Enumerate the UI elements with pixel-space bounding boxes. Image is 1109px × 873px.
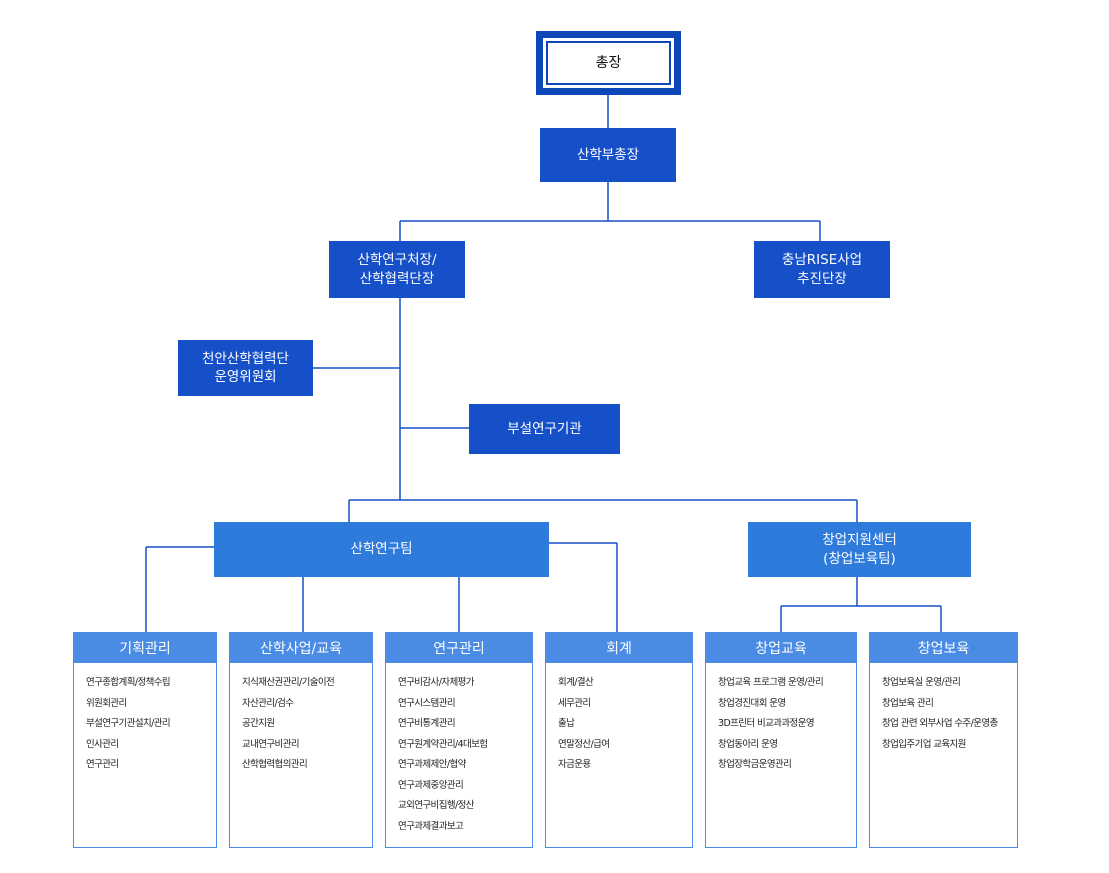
column-industry-education: 산학사업/교육 지식재산권관리/기술이전 자산관리/검수 공간지원 교내연구비관… xyxy=(229,632,373,848)
duty-item: 연구종합계획/정책수립 xyxy=(86,677,171,688)
column-research-management: 연구관리 연구비감사/자체평가 연구시스템관리 연구비통계관리 연구원계약관리/… xyxy=(385,632,533,848)
duty-item: 교내연구비관리 xyxy=(242,738,300,750)
committee-box: 천안산학협력단 운영위원회 xyxy=(178,340,313,396)
duty-list: 연구종합계획/정책수립 위원회관리 부설연구기관설치/관리 인사관리 연구관리 xyxy=(74,663,216,776)
column-title: 산학사업/교육 xyxy=(230,633,372,663)
duty-item: 창업 관련 외부사업 수주/운영총 xyxy=(882,718,998,729)
duty-item: 연구비통계관리 xyxy=(398,718,456,729)
vice-president-label: 산학부총장 xyxy=(576,146,640,163)
column-title: 창업보육 xyxy=(870,633,1017,663)
column-startup-incubation: 창업보육 창업보육실 운영/관리 창업보육 관리 창업 관련 외부사업 수주/운… xyxy=(869,632,1018,848)
duty-item: 연구과제제안/협약 xyxy=(398,759,466,770)
affiliated-label: 부설연구기관 xyxy=(507,420,582,437)
duty-list: 연구비감사/자체평가 연구시스템관리 연구비통계관리 연구원계약관리/4대보험 … xyxy=(386,663,532,837)
president-label: 총장 xyxy=(595,54,622,71)
duty-item: 자금운용 xyxy=(558,759,591,770)
duty-item: 인사관리 xyxy=(86,738,119,750)
research-team-box: 산학연구팀 xyxy=(214,522,549,577)
column-planning: 기획관리 연구종합계획/정책수립 위원회관리 부설연구기관설치/관리 인사관리 … xyxy=(73,632,217,848)
duty-item: 자산관리/검수 xyxy=(242,697,294,709)
duty-list: 창업교육 프로그램 운영/관리 창업경진대회 운영 3D프린터 비교과과정운영 … xyxy=(706,663,856,776)
duty-item: 공간지원 xyxy=(242,718,275,729)
duty-item: 창업입주기업 교육지원 xyxy=(882,738,966,750)
duty-list: 창업보육실 운영/관리 창업보육 관리 창업 관련 외부사업 수주/운영총 창업… xyxy=(870,663,1017,755)
column-startup-education: 창업교육 창업교육 프로그램 운영/관리 창업경진대회 운영 3D프린터 비교과… xyxy=(705,632,857,848)
duty-item: 창업장학금운영관리 xyxy=(718,759,792,770)
column-accounting: 회계 회계/결산 세무관리 출납 연말정산/급여 자금운용 xyxy=(545,632,693,848)
vice-president-box: 산학부총장 xyxy=(540,128,676,182)
duty-item: 연구과제중앙관리 xyxy=(398,779,464,791)
duty-item: 연구시스템관리 xyxy=(398,697,456,709)
duty-item: 회계/결산 xyxy=(558,677,594,688)
startup-center-box: 창업지원센터 (창업보육팀) xyxy=(748,522,971,577)
president-box: 총장 xyxy=(536,31,681,95)
duty-item: 세무관리 xyxy=(558,697,591,709)
column-title: 창업교육 xyxy=(706,633,856,663)
duty-item: 창업동아리 운영 xyxy=(718,738,778,750)
committee-label: 천안산학협력단 운영위원회 xyxy=(202,350,289,385)
duty-item: 창업교육 프로그램 운영/관리 xyxy=(718,677,824,688)
affiliated-box: 부설연구기관 xyxy=(469,404,620,454)
column-title: 기획관리 xyxy=(74,633,216,663)
research-team-label: 산학연구팀 xyxy=(350,541,413,558)
duty-item: 연말정산/급여 xyxy=(558,738,610,750)
rise-box: 충남RISE사업 추진단장 xyxy=(754,241,890,298)
duty-item: 연구원계약관리/4대보험 xyxy=(398,738,488,750)
duty-item: 창업경진대회 운영 xyxy=(718,697,786,709)
column-title: 연구관리 xyxy=(386,633,532,663)
column-title: 회계 xyxy=(546,633,692,663)
rise-label: 충남RISE사업 추진단장 xyxy=(781,252,863,287)
duty-item: 지식재산권관리/기술이전 xyxy=(242,677,335,688)
duty-item: 3D프린터 비교과과정운영 xyxy=(718,718,815,729)
director-label: 산학연구처장/ 산학협력단장 xyxy=(357,252,437,287)
duty-item: 창업보육실 운영/관리 xyxy=(882,677,961,688)
duty-item: 연구관리 xyxy=(86,759,119,770)
duty-item: 출납 xyxy=(558,718,575,729)
duty-item: 교외연구비집행/정산 xyxy=(398,800,474,811)
duty-item: 창업보육 관리 xyxy=(882,697,934,709)
duty-item: 부설연구기관설치/관리 xyxy=(86,718,171,729)
director-box: 산학연구처장/ 산학협력단장 xyxy=(329,241,465,298)
startup-center-label: 창업지원센터 (창업보육팀) xyxy=(822,532,897,567)
duty-list: 지식재산권관리/기술이전 자산관리/검수 공간지원 교내연구비관리 산학협력협의… xyxy=(230,663,372,776)
duty-list: 회계/결산 세무관리 출납 연말정산/급여 자금운용 xyxy=(546,663,692,776)
duty-item: 연구과제결과보고 xyxy=(398,820,464,832)
duty-item: 연구비감사/자체평가 xyxy=(398,677,474,688)
duty-item: 산학협력협의관리 xyxy=(242,759,308,770)
duty-item: 위원회관리 xyxy=(86,697,127,709)
